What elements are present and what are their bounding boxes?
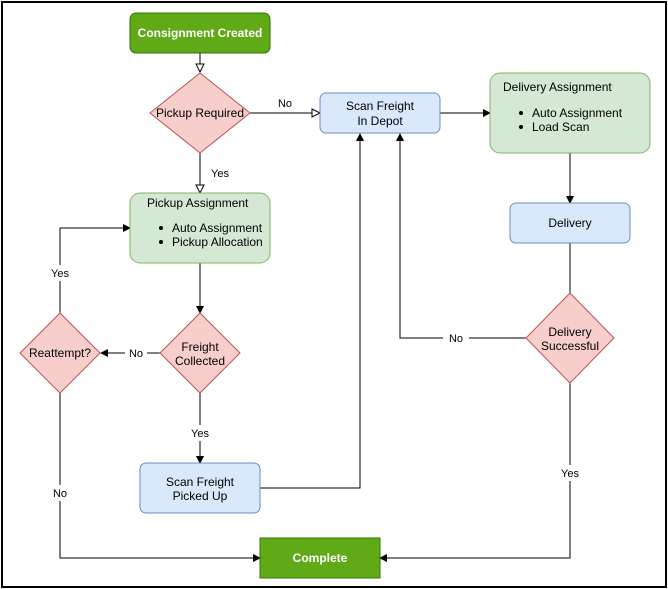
node-delivery-assignment: Delivery Assignment Auto Assignment Load… [489, 72, 651, 154]
node-delivery-successful-line2: Successful [541, 339, 599, 353]
edge-label-bg [185, 425, 215, 441]
node-freight-collected-line1: Freight [181, 340, 219, 354]
edge-label-delivery-no: No [449, 333, 463, 345]
edge-label-bg [443, 330, 469, 346]
node-scan-picked-up-line2: Picked Up [173, 489, 228, 503]
edge-label-collected-no: No [129, 348, 143, 360]
edge-label-bg [125, 345, 147, 361]
edge-label-reattempt-no: No [53, 488, 67, 500]
node-reattempt: Reattempt? [19, 312, 101, 394]
node-scan-in-depot-line2: In Depot [357, 114, 403, 128]
edge-reattempt-to-complete [59, 393, 261, 562]
node-delivery-assignment-item-2: Load Scan [532, 120, 589, 134]
edge-scan-picked-to-depot [260, 133, 364, 489]
node-scan-picked-up: Scan Freight Picked Up [139, 462, 261, 514]
node-delivery-label: Delivery [548, 216, 591, 230]
node-reattempt-label: Reattempt? [29, 346, 91, 360]
edge-label-collected-yes: Yes [191, 428, 209, 440]
edge-label-pickup-yes: Yes [211, 168, 229, 180]
edge-label-bg [556, 465, 584, 481]
node-pickup-required: Pickup Required [149, 72, 251, 154]
edge-label-bg [48, 485, 72, 501]
node-consignment-created-label: Consignment Created [138, 26, 263, 40]
node-delivery-assignment-item-1: Auto Assignment [532, 106, 623, 120]
node-pickup-assignment-item-2: Pickup Allocation [172, 235, 263, 249]
bullet-icon [159, 226, 163, 230]
edge-successful-to-complete [379, 383, 571, 562]
bullet-icon [519, 111, 523, 115]
node-consignment-created: Consignment Created [129, 12, 271, 54]
node-delivery-successful: Delivery Successful [525, 292, 615, 384]
edge-label-pickup-no: No [278, 98, 292, 110]
node-pickup-assignment: Pickup Assignment Auto Assignment Pickup… [129, 192, 271, 264]
node-freight-collected: Freight Collected [159, 312, 241, 394]
bullet-icon [159, 240, 163, 244]
node-complete-label: Complete [293, 551, 348, 565]
node-scan-in-depot: Scan Freight In Depot [319, 92, 441, 134]
node-pickup-required-label: Pickup Required [156, 106, 244, 120]
edge-label-bg [46, 265, 74, 281]
node-pickup-assignment-item-1: Auto Assignment [172, 221, 263, 235]
edge-label-delivery-yes: Yes [561, 468, 579, 480]
node-delivery-assignment-title: Delivery Assignment [503, 80, 612, 94]
node-delivery: Delivery [509, 202, 631, 244]
node-delivery-successful-line1: Delivery [548, 325, 591, 339]
node-freight-collected-line2: Collected [175, 354, 225, 368]
node-scan-picked-up-line1: Scan Freight [166, 475, 235, 489]
edge-reattempt-to-assignment [59, 224, 131, 313]
bullet-icon [519, 125, 523, 129]
edge-successful-to-depot [396, 133, 527, 339]
node-complete: Complete [259, 537, 381, 579]
node-scan-in-depot-line1: Scan Freight [346, 99, 415, 113]
node-pickup-assignment-title: Pickup Assignment [147, 196, 249, 210]
edge-label-reattempt-yes: Yes [51, 268, 69, 280]
